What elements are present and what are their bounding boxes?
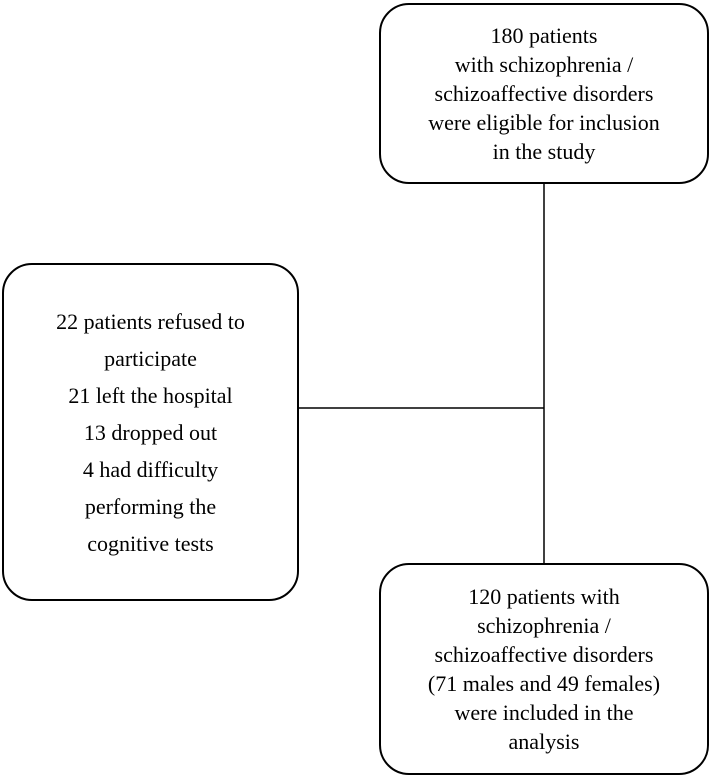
eligible-line: with schizophrenia / [454,52,634,77]
exclusion-line: 13 dropped out [83,419,218,445]
eligible-line: in the study [492,139,596,164]
included-patients-box: 120 patients with schizophrenia / schizo… [379,563,709,775]
exclusion-line: participate [104,345,197,371]
exclusion-line: cognitive tests [87,530,214,556]
exclusion-reason-refused: 22 patients refused to participate [56,307,245,373]
exclusion-reason-difficulty: 4 had difficulty performing the cognitiv… [83,455,218,558]
included-line: schizoaffective disorders [434,642,654,667]
exclusion-reason-left-hospital: 21 left the hospital [68,381,232,410]
included-line: analysis [508,729,580,754]
exclusion-line: 22 patients refused to [56,308,245,334]
included-line: 120 patients with [468,584,620,609]
eligible-patients-box: 180 patients with schizophrenia / schizo… [379,3,709,184]
exclusion-line: 21 left the hospital [68,382,233,408]
exclusion-line: performing the [84,493,217,519]
excluded-patients-box: 22 patients refused to participate 21 le… [2,263,299,601]
exclusion-line: 4 had difficulty [82,456,219,482]
included-line: were included in the [454,700,634,725]
exclusion-reason-dropped-out: 13 dropped out [84,418,217,447]
eligible-line: were eligible for inclusion [428,110,660,135]
eligible-line: schizoaffective disorders [434,81,654,106]
included-line: schizophrenia / [477,613,611,638]
eligible-line: 180 patients [490,23,598,48]
included-line: (71 males and 49 females) [427,671,661,696]
